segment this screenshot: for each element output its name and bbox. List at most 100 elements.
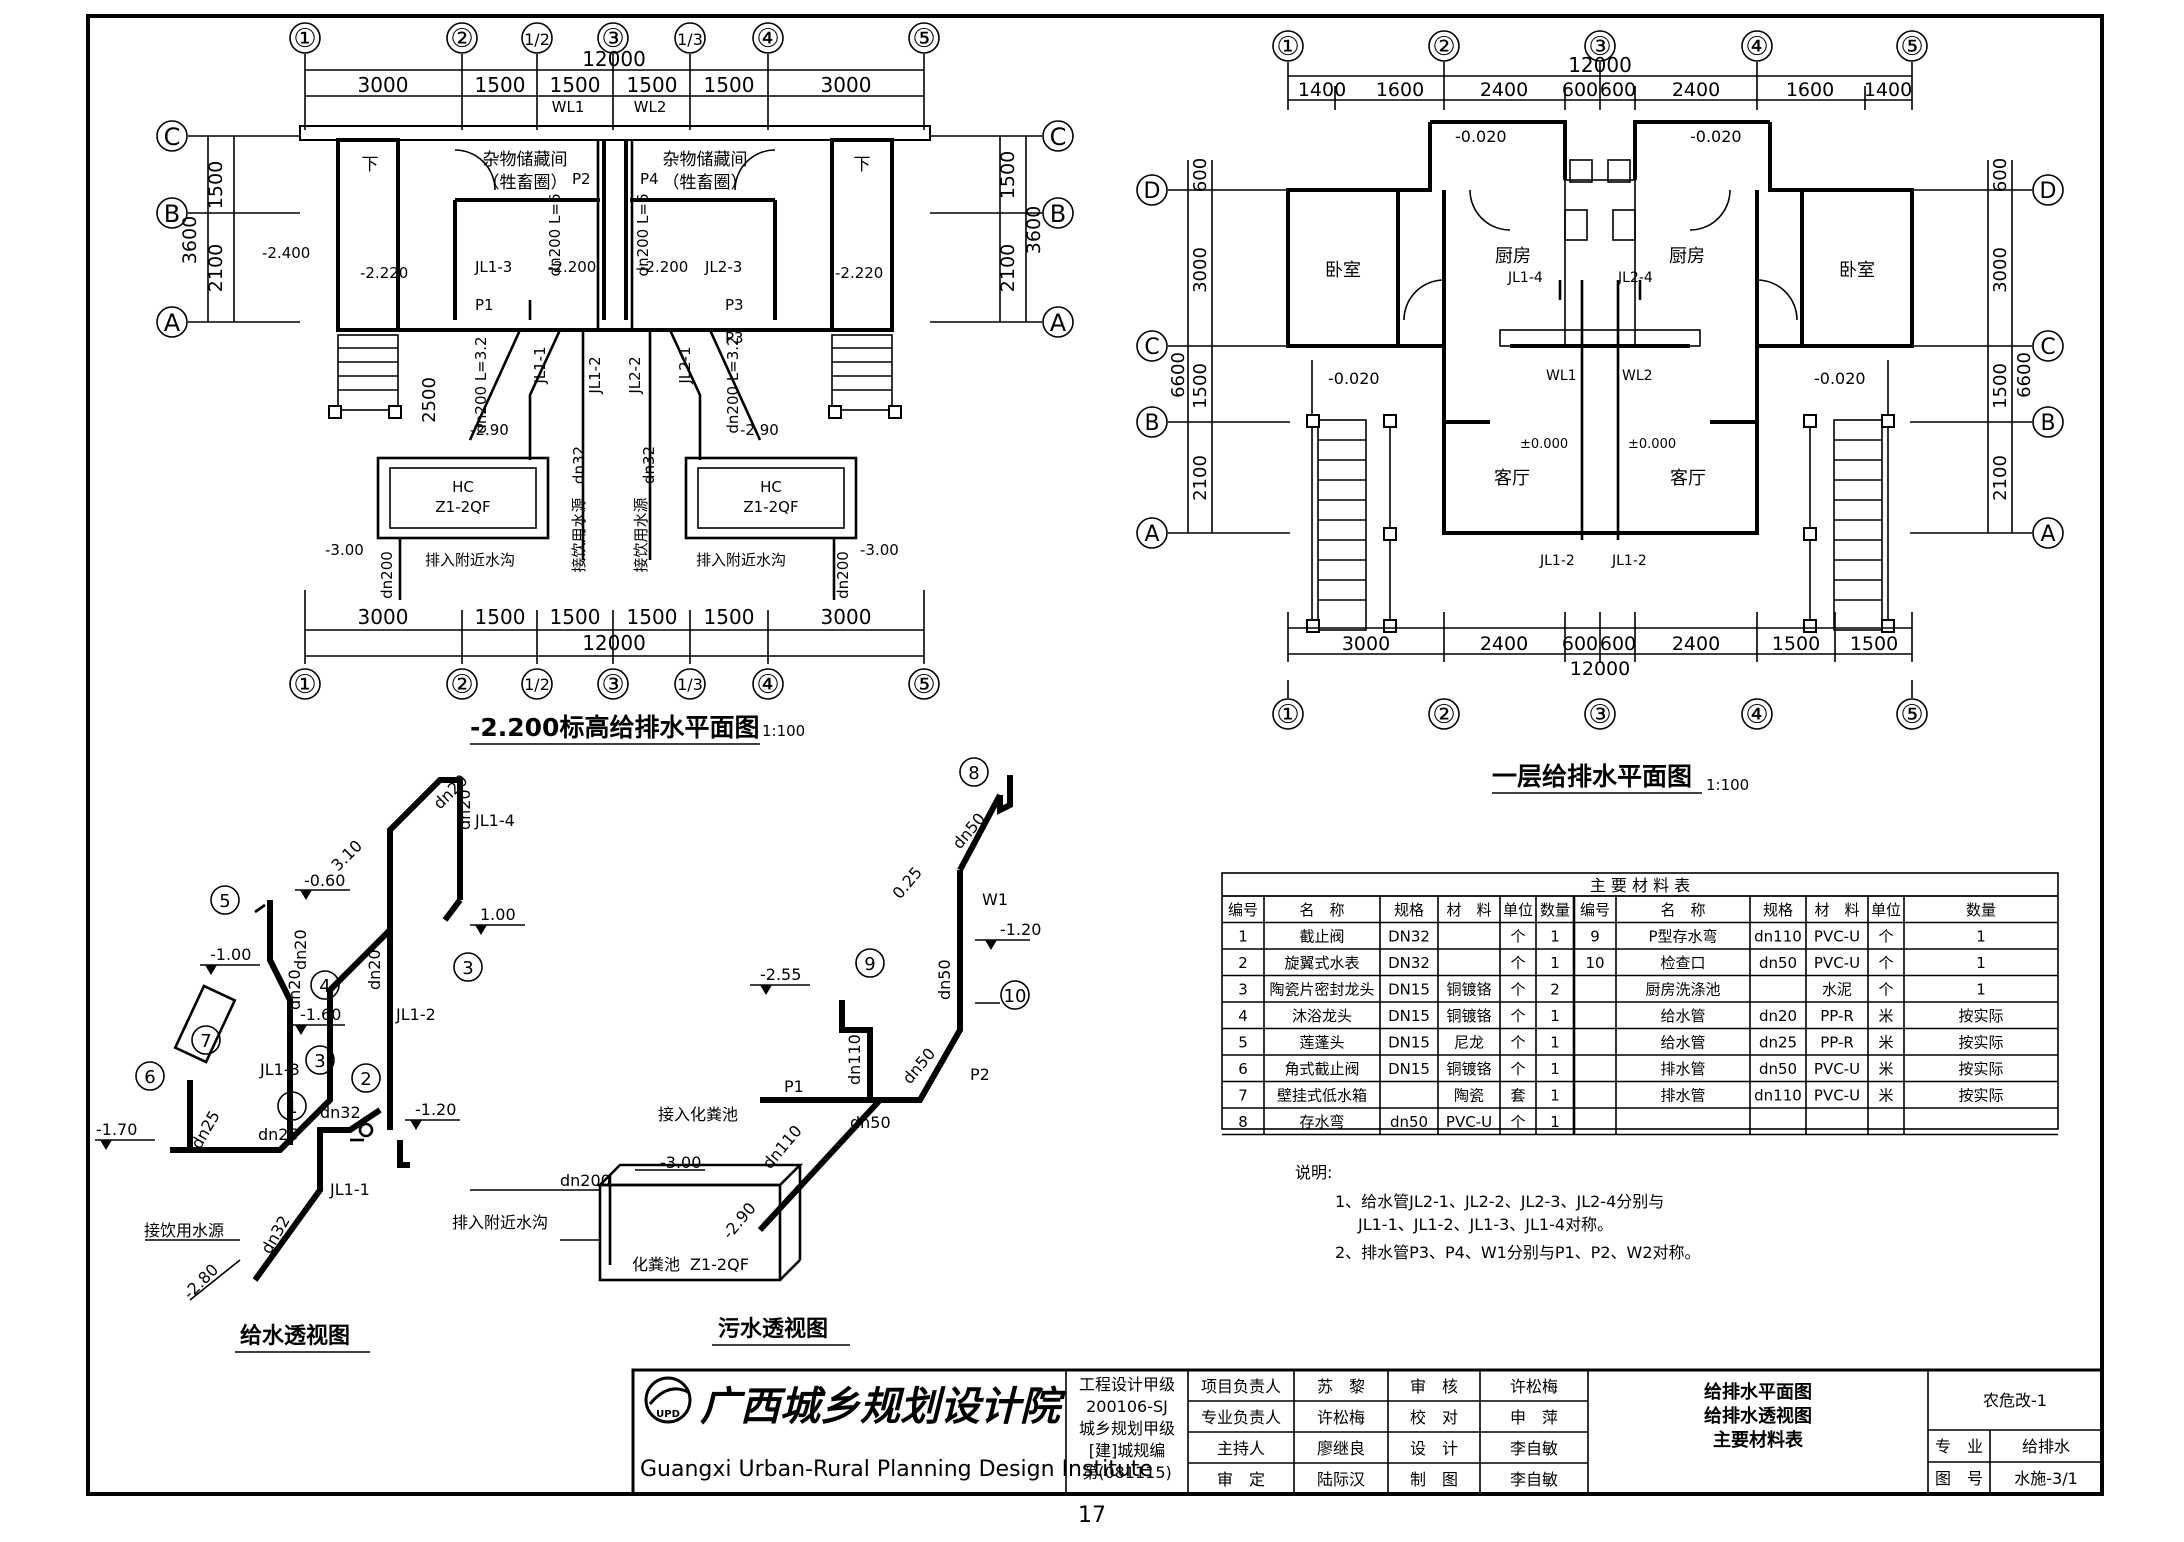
- axis-label: ③: [601, 670, 624, 700]
- org-name-en: Guangxi Urban-Rural Planning Design Inst…: [640, 1457, 1153, 1482]
- table-cell: dn25: [1759, 1034, 1797, 1052]
- cert-line: [建]城规编: [1089, 1441, 1166, 1460]
- table-cell: 铜镀铬: [1446, 981, 1491, 999]
- pipe-spec: dn20: [285, 969, 304, 1010]
- axis-label: ③: [1588, 700, 1611, 730]
- table-cell: 6: [1238, 1060, 1248, 1078]
- drawing-no-label: 图 号: [1935, 1469, 1983, 1488]
- tank-label: HC: [760, 478, 782, 496]
- table-title: 主 要 材 料 表: [1590, 876, 1690, 895]
- elevation: -2.220: [360, 264, 408, 282]
- elevation: -1.20: [415, 1100, 456, 1119]
- elevation: -1.20: [1000, 920, 1041, 939]
- table-cell: DN15: [1388, 981, 1430, 999]
- axis-label: ⑤: [912, 670, 935, 700]
- axis-label: 1/3: [677, 30, 703, 49]
- pipe-spec: dn200: [834, 551, 852, 599]
- fixture-marker: 5: [219, 891, 230, 912]
- pipe-spec: dn200 L=6: [634, 194, 652, 277]
- fixture-marker: 9: [864, 954, 875, 975]
- row-label: D: [2040, 179, 2057, 204]
- table-cell: 角式截止阀: [1284, 1060, 1359, 1078]
- dim: 1600: [1376, 79, 1424, 101]
- pipe-tag: JL1-1: [531, 346, 549, 384]
- dim: 3600: [1023, 206, 1045, 254]
- dim: 6600: [2014, 352, 2035, 398]
- table-cell: 沐浴龙头: [1292, 1007, 1352, 1025]
- dim: 3600: [179, 216, 201, 264]
- dim: 3000: [821, 605, 872, 629]
- pipe-tag: JL1-4: [474, 811, 515, 830]
- dim: 3000: [1990, 247, 2011, 293]
- row-label: B: [2040, 411, 2055, 436]
- title-block-cell: 主持人: [1217, 1439, 1265, 1458]
- note-line: 2、排水管P3、P4、W1分别与P1、P2、W2对称。: [1335, 1243, 1701, 1262]
- table-cell: 个: [1878, 954, 1893, 972]
- dim: 1500: [475, 73, 526, 97]
- fixture-marker: 3: [462, 958, 473, 979]
- septic-tank-left: [376, 456, 550, 540]
- row-label: C: [1144, 335, 1159, 360]
- table-cell: 米: [1878, 1007, 1893, 1025]
- drawing-no-value: 水施-3/1: [2014, 1469, 2078, 1488]
- upd-logo: UPD: [644, 1376, 692, 1424]
- elevation: -2.80: [179, 1260, 222, 1303]
- dim: 1500: [475, 605, 526, 629]
- elevation: -2.200: [640, 258, 688, 276]
- pipe-spec: dn32: [570, 446, 588, 484]
- tank-label: Z1-2QF: [435, 498, 490, 516]
- table-cell: 7: [1238, 1087, 1248, 1105]
- dim: 2400: [1672, 633, 1720, 655]
- elevation: ±0.000: [1520, 437, 1568, 452]
- table-cell: 给水管: [1660, 1034, 1705, 1052]
- elevation: -0.020: [1328, 369, 1380, 388]
- table-cell: 个: [1510, 928, 1525, 946]
- table-cell: DN15: [1388, 1060, 1430, 1078]
- table-cell: dn50: [1759, 954, 1797, 972]
- table-cell: 2: [1238, 954, 1248, 972]
- elevation: 1.00: [480, 905, 516, 924]
- table-cell: 9: [1590, 928, 1600, 946]
- table-header: 名 称: [1660, 901, 1705, 919]
- title-block: UPD 广西城乡规划设计院 Guangxi Urban-Rural Planni…: [631, 1368, 2104, 1496]
- pipe-tag: JL1-2: [586, 356, 604, 394]
- table-cell: dn50: [1759, 1060, 1797, 1078]
- table-cell: 壁挂式低水箱: [1277, 1087, 1367, 1105]
- pipe-spec: dn200: [560, 1171, 611, 1190]
- elevation: 3.10: [327, 836, 366, 875]
- table-cell: 个: [1510, 1034, 1525, 1052]
- sheet-border: [86, 14, 2104, 1496]
- pipe-tag: JL1-2: [1539, 553, 1575, 569]
- dim: 1400: [1298, 79, 1346, 101]
- table-header: 编号: [1228, 901, 1258, 919]
- pipe-spec: dn200 L=3.2: [472, 336, 490, 433]
- discipline-value: 给排水: [2022, 1437, 2070, 1456]
- table-cell: PVC-U: [1814, 1060, 1860, 1078]
- dim-total-bottom: 12000: [1570, 658, 1630, 680]
- drawing-title: 给排水透视图: [1704, 1405, 1812, 1427]
- table-cell: 5: [1238, 1034, 1248, 1052]
- table-cell: 按实际: [1958, 1060, 2003, 1078]
- waste-isometric: dn50 0.25 W1 -1.20 dn50 -2.55 dn110 P1 d…: [452, 757, 1041, 1346]
- table-cell: 排水管: [1660, 1087, 1705, 1105]
- axis-label: ③: [601, 24, 624, 54]
- pipe-tag: P3: [725, 329, 744, 347]
- dim: 2500: [419, 377, 440, 423]
- axis-label: 1/2: [524, 675, 550, 694]
- org-name-cn: 广西城乡规划设计院: [700, 1384, 1066, 1430]
- table-cell: 1: [1550, 1060, 1560, 1078]
- axis-label: 1/2: [524, 30, 550, 49]
- title-block-cell: 许松梅: [1317, 1408, 1365, 1427]
- table-cell: 旋翼式水表: [1284, 954, 1359, 972]
- ground-plan: ① ② ③ ④ ⑤ 12000 1400 1600 2400 600 600 2…: [1136, 30, 2064, 794]
- pipe-spec: dn50: [935, 959, 954, 1000]
- table-cell: 1: [1976, 981, 1986, 999]
- axis-label: ④: [756, 24, 779, 54]
- elevation: -2.90: [719, 1199, 760, 1243]
- elevation: -2.55: [760, 965, 801, 984]
- axis-label: ②: [450, 670, 473, 700]
- pipe-spec: dn200: [378, 551, 396, 599]
- plan-scale: 1:100: [762, 722, 805, 740]
- notes-heading: 说明:: [1295, 1163, 1332, 1182]
- fixture-marker: 2: [360, 1069, 371, 1090]
